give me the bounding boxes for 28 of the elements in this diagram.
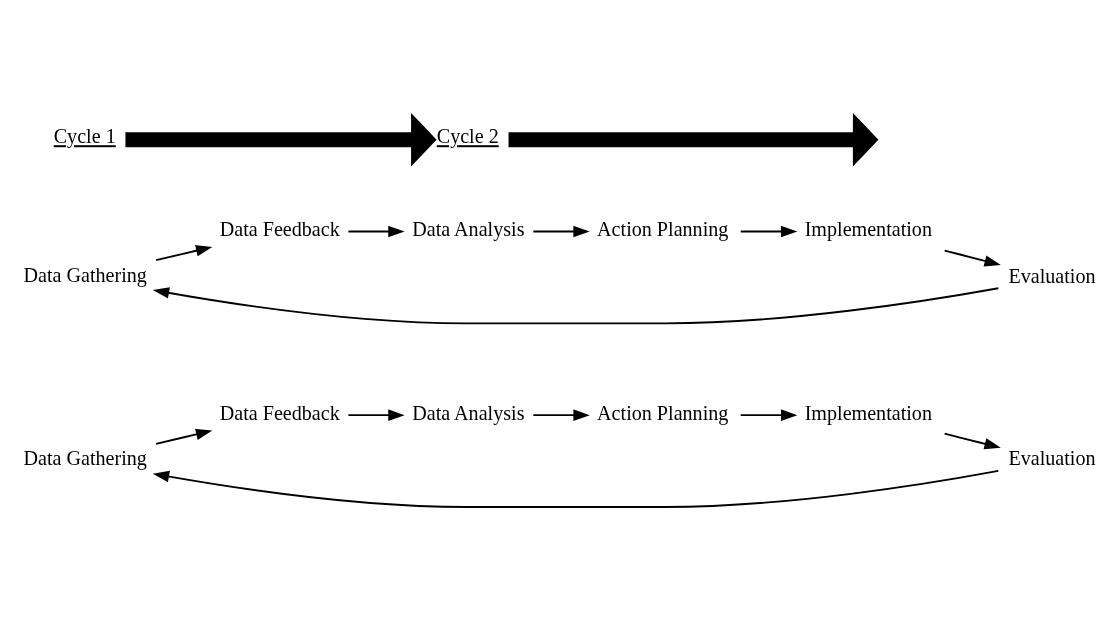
arrow [508, 112, 879, 167]
node-text: Action Planning [597, 218, 729, 241]
node-text: Evaluation [1008, 264, 1096, 287]
node-text: Data Gathering [23, 447, 147, 470]
node-text: Evaluation [1008, 447, 1096, 470]
arrow [347, 409, 405, 421]
arrow [125, 112, 437, 167]
arrow [943, 432, 1001, 450]
arrow [943, 249, 1001, 267]
node-text: Cycle 2 [436, 125, 499, 148]
arrow [152, 287, 1000, 325]
node-text: Cycle 1 [53, 125, 116, 148]
arrow [347, 225, 405, 238]
node-text: Data Feedback [219, 401, 340, 424]
arrow [532, 409, 590, 421]
node-text: Data Analysis [412, 401, 525, 424]
node-text: Implementation [804, 401, 932, 424]
arrow [155, 428, 213, 445]
arrow [739, 409, 798, 421]
arrow [152, 469, 1000, 508]
node-text: Data Gathering [23, 263, 147, 286]
node-text: Action Planning [597, 401, 729, 424]
arrow [155, 245, 213, 262]
arrow [532, 225, 590, 238]
node-text: Data Feedback [219, 218, 340, 241]
arrow [739, 225, 798, 238]
node-text: Data Analysis [412, 218, 525, 241]
node-text: Implementation [804, 218, 932, 241]
